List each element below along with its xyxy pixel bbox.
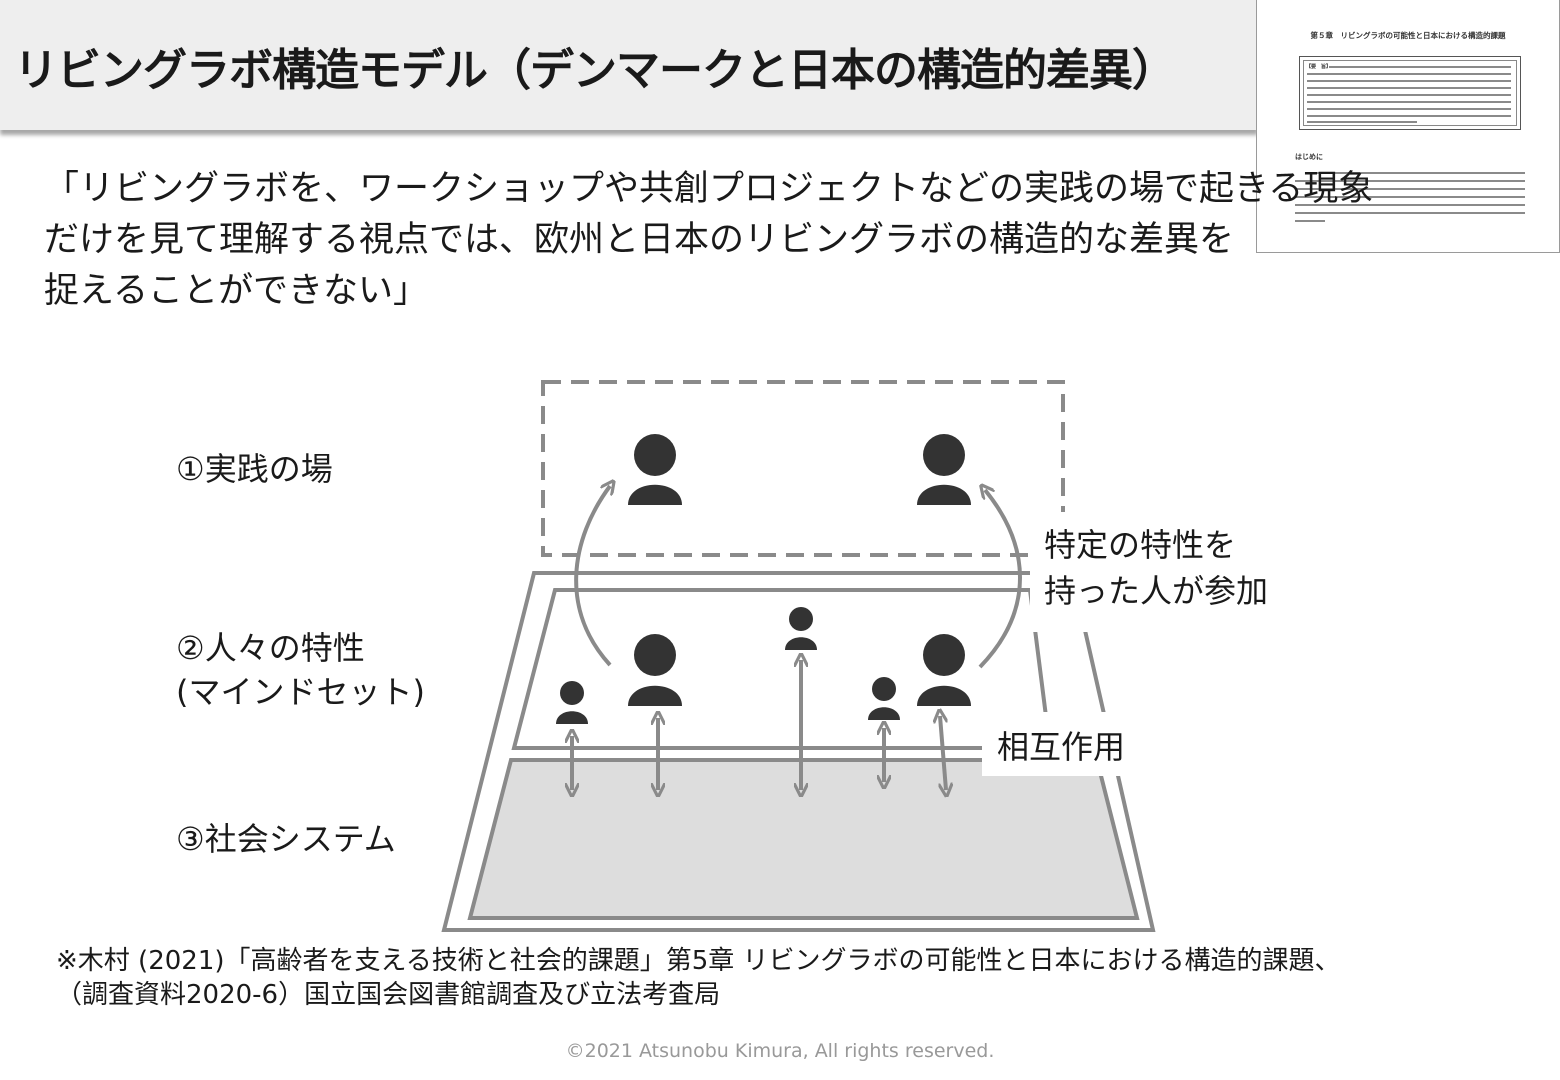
slide-title: リビングラボ構造モデル（デンマークと日本の構造的差異）	[14, 45, 1176, 96]
person-icon	[628, 434, 682, 505]
thumbnail-text-line	[1295, 212, 1525, 214]
layer1-label: ①実践の場	[176, 450, 333, 488]
person-icon	[628, 634, 682, 706]
thumbnail-text-line	[1307, 87, 1511, 89]
society-system-plane	[467, 758, 1140, 920]
callout-interaction: 相互作用	[997, 728, 1126, 766]
thumbnail-abstract-label: 【要 旨】	[1306, 64, 1332, 70]
thumbnail-title: 第５章 リビングラボの可能性と日本における構造的課題	[1310, 31, 1506, 40]
thumbnail-text-line	[1305, 172, 1525, 174]
thumbnail-text-line	[1307, 115, 1511, 117]
person-icon	[917, 434, 971, 505]
thumbnail-text-line	[1295, 188, 1525, 190]
thumbnail-abstract-inner: 【要 旨】	[1303, 60, 1517, 126]
thumbnail-text-line	[1295, 180, 1525, 182]
thumbnail-text-line	[1295, 220, 1325, 222]
practice-field-box	[541, 380, 1065, 557]
person-icon	[556, 681, 588, 724]
thumbnail-text-line	[1307, 73, 1511, 75]
copyright-notice: ©2021 Atsunobu Kimura, All rights reserv…	[565, 1040, 995, 1062]
curved-arrow-icon	[574, 486, 610, 667]
callout-participation-line1: 特定の特性を	[1044, 526, 1237, 564]
double-arrow-icon	[940, 716, 946, 790]
callout-interaction-bg	[982, 712, 1152, 776]
footnote-line: （調査資料2020-6）国立国会図書館調査及び立法考査局	[56, 980, 721, 1010]
thumbnail-abstract-box: 【要 旨】	[1299, 56, 1521, 130]
quote-line: 捉えることができない」	[44, 271, 428, 311]
document-thumbnail: 第５章 リビングラボの可能性と日本における構造的課題 【要 旨】 はじめに	[1256, 0, 1560, 253]
quote-block: 「リビングラボを、ワークショップや共創プロジェクトなどの実践の場で起きる現象 だ…	[44, 164, 1374, 317]
society-frame-outer	[441, 571, 1156, 932]
quote-line: 「リビングラボを、ワークショップや共創プロジェクトなどの実践の場で起きる現象	[44, 169, 1374, 209]
callout-participation-bg	[1030, 512, 1330, 632]
footnote-line: ※木村 (2021)「高齢者を支える技術と社会的課題」第5章 リビングラボの可能…	[56, 946, 1341, 976]
thumbnail-text-line	[1307, 94, 1511, 96]
thumbnail-text-line	[1295, 204, 1525, 206]
layer2-label: ②人々の特性	[176, 629, 365, 667]
curved-arrow-icon	[980, 490, 1022, 669]
title-bar: リビングラボ構造モデル（デンマークと日本の構造的差異）	[0, 0, 1258, 130]
layer2-sublabel: (マインドセット)	[176, 673, 425, 711]
thumbnail-heading: はじめに	[1295, 152, 1323, 161]
quote-line: だけを見て理解する視点では、欧州と日本のリビングラボの構造的な差異を	[44, 220, 1235, 260]
thumbnail-text-line	[1329, 66, 1511, 68]
thumbnail-text-line	[1307, 121, 1417, 123]
mindset-plane	[511, 588, 1053, 750]
callout-participation-line2: 持った人が参加	[1044, 572, 1269, 610]
thumbnail-text-line	[1307, 108, 1511, 110]
layer3-label: ③社会システム	[176, 820, 396, 858]
person-icon	[868, 677, 900, 720]
thumbnail-text-line	[1307, 80, 1511, 82]
thumbnail-text-line	[1295, 196, 1525, 198]
person-icon	[785, 607, 817, 650]
person-icon	[917, 634, 971, 706]
thumbnail-text-line	[1307, 101, 1511, 103]
reference-footnote: ※木村 (2021)「高齢者を支える技術と社会的課題」第5章 リビングラボの可能…	[56, 944, 1341, 1012]
